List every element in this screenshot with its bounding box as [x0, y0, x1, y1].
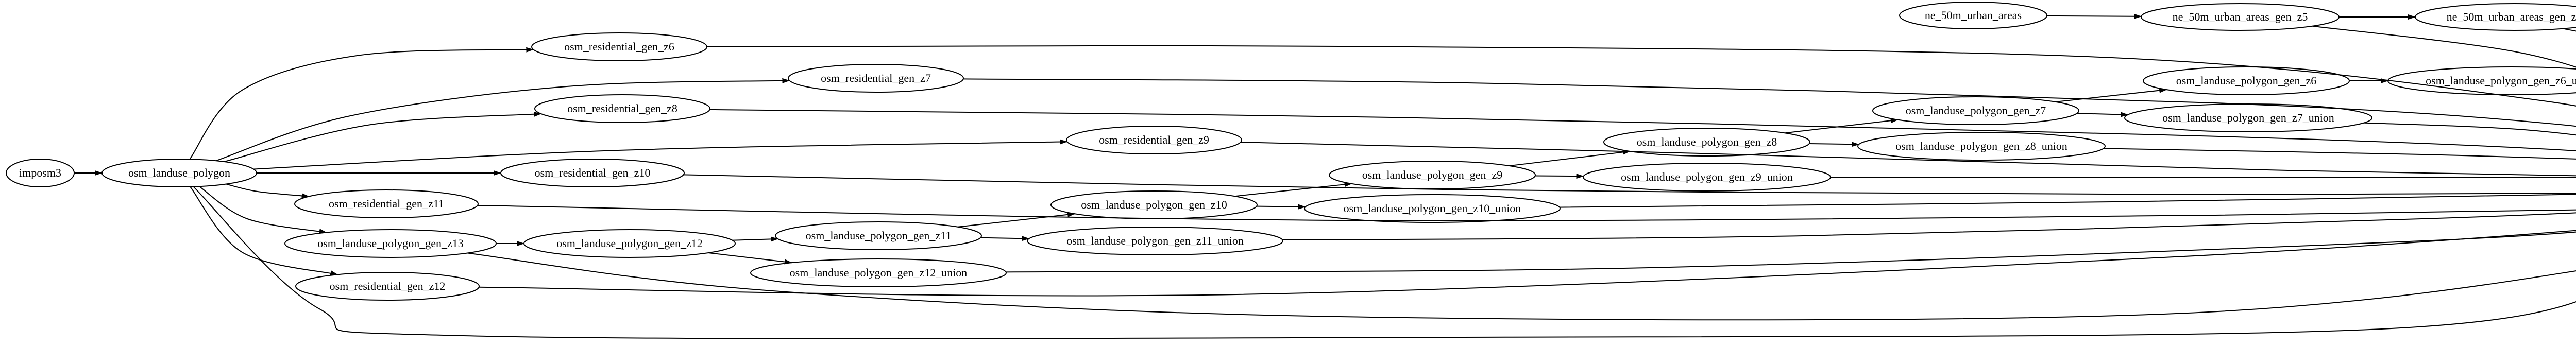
node-label: osm_landuse_polygon_gen_z11_union — [1066, 234, 1244, 247]
edge-osm_landuse_polygon_gen_z10-to-osm_landuse_polygon_gen_z10_union — [1257, 206, 1306, 207]
edge-osm_landuse_polygon-to-osm_residential_gen_z7 — [216, 80, 789, 161]
node-label: osm_landuse_polygon_gen_z7 — [1906, 104, 2046, 117]
node-ne_50m_urban_areas_gen_z4: ne_50m_urban_areas_gen_z4 — [2415, 4, 2576, 30]
node-osm_landuse_polygon_gen_z12_union: osm_landuse_polygon_gen_z12_union — [751, 259, 1006, 287]
node-ne_50m_urban_areas_gen_z5: ne_50m_urban_areas_gen_z5 — [2141, 4, 2339, 30]
edge-osm_landuse_polygon-to-osm_residential_gen_z11 — [226, 184, 309, 196]
edge-osm_landuse_polygon_gen_z8_union-to-layer_landuse-z8 — [2104, 148, 2576, 161]
node-label: ne_50m_urban_areas — [1925, 9, 2022, 22]
node-label: osm_landuse_polygon_gen_z6 — [2176, 74, 2317, 87]
edge-osm_landuse_polygon_gen_z11-to-osm_landuse_polygon_gen_z11_union — [980, 238, 1029, 239]
node-imposm3: imposm3 — [6, 159, 74, 187]
node-label: ne_50m_urban_areas_gen_z4 — [2447, 10, 2576, 23]
node-osm_landuse_polygon_gen_z13: osm_landuse_polygon_gen_z13 — [285, 230, 496, 257]
node-label: imposm3 — [19, 166, 61, 179]
node-label: ne_50m_urban_areas_gen_z5 — [2173, 10, 2308, 23]
node-label: osm_residential_gen_z9 — [1099, 133, 1209, 146]
node-osm_residential_gen_z10: osm_residential_gen_z10 — [501, 159, 684, 187]
edge-osm_landuse_polygon_gen_z10-to-osm_landuse_polygon_gen_z9 — [1235, 184, 1352, 196]
node-osm_residential_gen_z7: osm_residential_gen_z7 — [788, 64, 963, 92]
node-osm_landuse_polygon_gen_z7: osm_landuse_polygon_gen_z7 — [1873, 97, 2079, 125]
node-osm_residential_gen_z6: osm_residential_gen_z6 — [532, 33, 707, 61]
node-label: osm_residential_gen_z10 — [535, 166, 651, 179]
node-label: osm_landuse_polygon_gen_z6_union — [2426, 74, 2576, 87]
node-label: osm_landuse_polygon_gen_z8_union — [1895, 140, 2067, 152]
edge-osm_landuse_polygon-to-osm_residential_gen_z8 — [224, 114, 541, 162]
node-osm_residential_gen_z11: osm_residential_gen_z11 — [295, 190, 478, 218]
node-ne_50m_urban_areas: ne_50m_urban_areas — [1900, 2, 2047, 29]
edge-osm_landuse_polygon_gen_z12-to-osm_landuse_polygon_gen_z12_union — [708, 253, 792, 263]
node-label: osm_landuse_polygon — [128, 166, 230, 179]
node-label: osm_landuse_polygon_gen_z9 — [1362, 168, 1503, 181]
node-label: osm_landuse_polygon_gen_z9_union — [1621, 170, 1793, 183]
node-osm_residential_gen_z12: osm_residential_gen_z12 — [296, 272, 479, 300]
node-label: osm_residential_gen_z6 — [564, 40, 674, 53]
node-osm_landuse_polygon_gen_z6: osm_landuse_polygon_gen_z6 — [2143, 67, 2349, 95]
node-osm_landuse_polygon_gen_z12: osm_landuse_polygon_gen_z12 — [524, 230, 735, 257]
edge-osm_landuse_polygon_gen_z12-to-osm_landuse_polygon_gen_z11 — [733, 239, 778, 240]
graph-nodes: imposm3 osm_landuse_polygon osm_residentia… — [6, 2, 2576, 300]
node-label: osm_residential_gen_z12 — [330, 280, 446, 292]
node-label: osm_landuse_polygon_gen_z10_union — [1344, 202, 1521, 215]
node-osm_landuse_polygon_gen_z11_union: osm_landuse_polygon_gen_z11_union — [1027, 227, 1283, 255]
edge-osm_landuse_polygon_gen_z7-to-osm_landuse_polygon_gen_z7_union — [2077, 113, 2128, 115]
node-osm_landuse_polygon_gen_z9: osm_landuse_polygon_gen_z9 — [1329, 161, 1535, 189]
node-osm_landuse_polygon: osm_landuse_polygon — [102, 159, 257, 187]
node-osm_landuse_polygon_gen_z10: osm_landuse_polygon_gen_z10 — [1051, 191, 1257, 219]
node-label: osm_residential_gen_z7 — [821, 72, 931, 84]
node-label: osm_landuse_polygon_gen_z13 — [317, 237, 464, 250]
node-label: osm_landuse_polygon_gen_z10 — [1081, 198, 1227, 211]
node-osm_landuse_polygon_gen_z10_union: osm_landuse_polygon_gen_z10_union — [1304, 195, 1560, 222]
node-osm_landuse_polygon_gen_z11: osm_landuse_polygon_gen_z11 — [775, 222, 981, 250]
node-label: osm_residential_gen_z8 — [567, 102, 677, 115]
node-osm_residential_gen_z9: osm_residential_gen_z9 — [1066, 126, 1242, 154]
node-osm_landuse_polygon_gen_z8_union: osm_landuse_polygon_gen_z8_union — [1858, 132, 2105, 160]
node-osm_landuse_polygon_gen_z9_union: osm_landuse_polygon_gen_z9_union — [1583, 163, 1831, 191]
edge-osm_landuse_polygon_gen_z9-to-osm_landuse_polygon_gen_z8 — [1509, 151, 1630, 166]
node-osm_residential_gen_z8: osm_residential_gen_z8 — [535, 95, 710, 123]
edge-osm_landuse_polygon_gen_z10_union-to-layer_landuse-z10 — [1560, 193, 2576, 207]
node-label: osm_landuse_polygon_gen_z7_union — [2162, 111, 2334, 124]
node-label: osm_landuse_polygon_gen_z12_union — [790, 266, 968, 279]
node-osm_landuse_polygon_gen_z6_union: osm_landuse_polygon_gen_z6_union — [2388, 67, 2576, 95]
edge-osm_landuse_polygon-to-osm_residential_gen_z6 — [190, 49, 533, 159]
node-label: osm_landuse_polygon_gen_z11 — [806, 229, 952, 242]
node-label: osm_residential_gen_z11 — [329, 197, 444, 210]
node-label: osm_landuse_polygon_gen_z12 — [556, 237, 703, 250]
node-label: osm_landuse_polygon_gen_z8 — [1637, 135, 1777, 148]
